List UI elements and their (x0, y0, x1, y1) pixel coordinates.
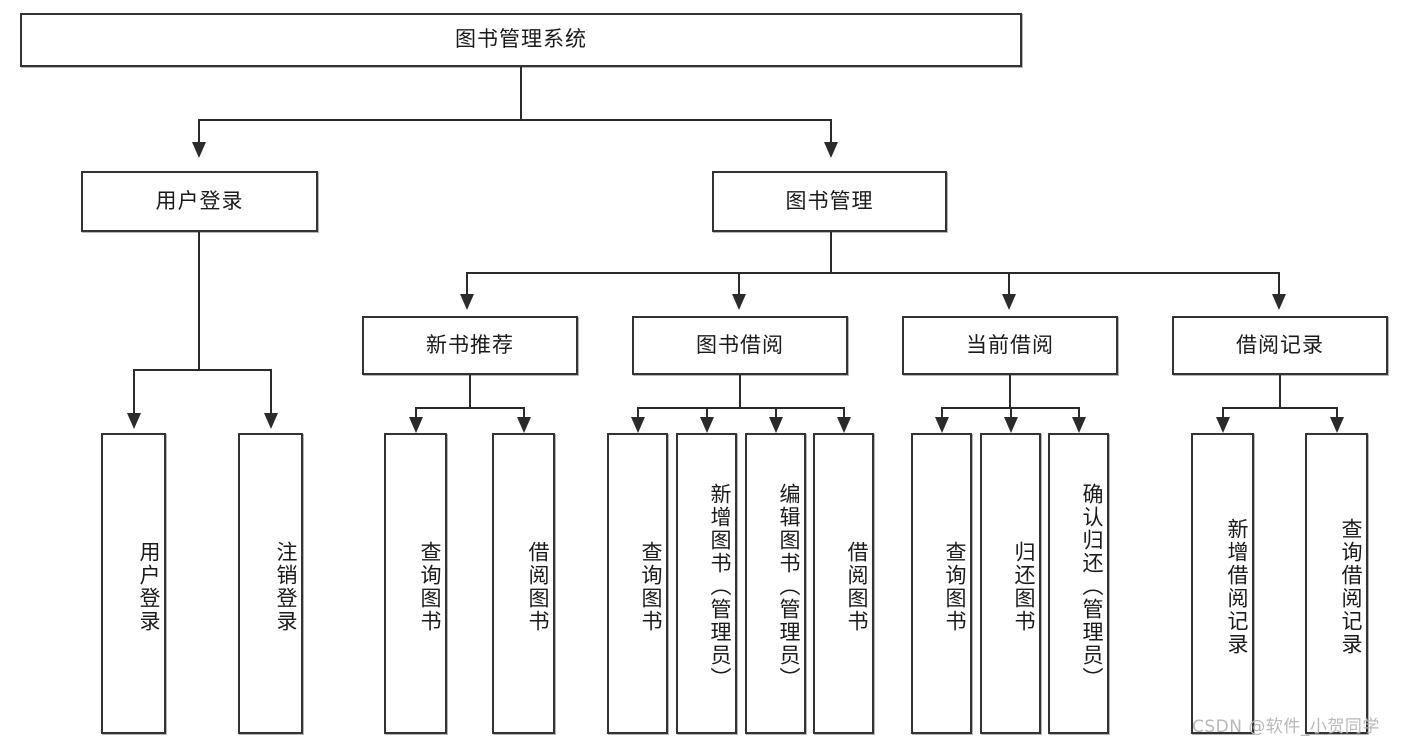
node-label: 图书管理 (785, 188, 874, 213)
node-label: 用户登录 (155, 188, 244, 213)
edge-root-to-user-login (198, 119, 200, 144)
node-label: 新增借阅记录 (1225, 517, 1249, 656)
arrow-cb-leaf1 (935, 417, 949, 433)
arrow-cb-leaf3 (1072, 417, 1086, 433)
edge-bm-to-new-book (466, 272, 468, 296)
node-label: 查询借阅记录 (1339, 517, 1363, 656)
arrow-to-user-login (192, 142, 206, 158)
node-book-manage[interactable]: 图书管理 (712, 171, 947, 232)
edge-book-manage-down (830, 232, 832, 272)
csdn-watermark: CSDN @软件_小贺同学 (1192, 717, 1380, 737)
edge-bb-leaf1 (637, 407, 639, 419)
node-label: 图书管理系统 (455, 27, 587, 52)
node-user-login[interactable]: 用户登录 (81, 171, 318, 232)
node-root-system[interactable]: 图书管理系统 (20, 13, 1022, 67)
edge-nbr-bus (415, 407, 525, 409)
node-label: 新书推荐 (426, 332, 514, 357)
edge-bb-leaf3 (775, 407, 777, 419)
arrow-nbr-leaf1 (409, 417, 423, 433)
node-label: 注销登录 (274, 540, 298, 633)
edge-nbr-leaf2 (523, 407, 525, 419)
edge-root-down (520, 67, 522, 119)
edge-nbr-leaf1 (415, 407, 417, 419)
edge-bm-to-book-borrow (738, 272, 740, 296)
node-label: 归还图书 (1012, 540, 1036, 633)
edge-root-to-book-manage (830, 119, 832, 144)
edge-bb-leaf2 (706, 407, 708, 419)
leaf-br-add-record[interactable]: 新增借阅记录 (1191, 433, 1254, 734)
node-borrow-record[interactable]: 借阅记录 (1172, 316, 1388, 375)
arrow-br-leaf1 (1216, 417, 1230, 433)
edge-bb-bus (637, 407, 845, 409)
edge-bb-leaf4 (843, 407, 845, 419)
edge-bb-down (739, 375, 741, 407)
edge-bm-to-borrow-record (1278, 272, 1280, 296)
arrow-bb-leaf2 (700, 417, 714, 433)
leaf-bb-edit-book-admin[interactable]: 编辑图书（管理员） (745, 433, 806, 734)
node-new-book-recommend[interactable]: 新书推荐 (362, 316, 578, 375)
leaf-bb-borrow-book[interactable]: 借阅图书 (813, 433, 874, 734)
arrow-to-book-borrow (732, 294, 746, 310)
arrow-to-borrow-record (1272, 294, 1286, 310)
node-current-borrow[interactable]: 当前借阅 (902, 316, 1118, 375)
edge-cb-leaf1 (941, 407, 943, 419)
arrow-bb-leaf4 (837, 417, 851, 433)
leaf-br-query-record[interactable]: 查询借阅记录 (1305, 433, 1368, 734)
leaf-cb-confirm-return-admin[interactable]: 确认归还（管理员） (1048, 433, 1109, 734)
edge-cb-leaf3 (1078, 407, 1080, 419)
arrow-bb-leaf1 (631, 417, 645, 433)
arrow-user-login-leaf2 (264, 413, 278, 429)
arrow-to-book-manage (824, 142, 838, 158)
arrow-to-current-borrow (1002, 294, 1016, 310)
leaf-cb-query-book[interactable]: 查询图书 (911, 433, 972, 734)
edge-br-bus (1222, 407, 1338, 409)
edge-br-leaf2 (1336, 407, 1338, 419)
node-label: 新增图书（管理员） (708, 483, 732, 690)
edge-user-login-down (198, 232, 200, 369)
node-label: 查询图书 (943, 540, 967, 633)
edge-user-login-bus (133, 369, 272, 371)
leaf-nbr-borrow-book[interactable]: 借阅图书 (492, 433, 555, 734)
node-label: 查询图书 (418, 540, 442, 633)
node-label: 编辑图书（管理员） (777, 483, 801, 690)
node-label: 用户登录 (137, 540, 161, 633)
node-label: 借阅记录 (1236, 332, 1324, 357)
arrow-bb-leaf3 (769, 417, 783, 433)
arrow-br-leaf2 (1330, 417, 1344, 433)
node-label: 当前借阅 (966, 332, 1054, 357)
node-label: 图书借阅 (696, 332, 784, 357)
node-label: 查询图书 (639, 540, 663, 633)
edge-br-down (1279, 375, 1281, 407)
edge-cb-leaf2 (1010, 407, 1012, 419)
node-label: 借阅图书 (526, 540, 550, 633)
arrow-user-login-leaf1 (127, 413, 141, 429)
arrow-nbr-leaf2 (517, 417, 531, 433)
leaf-user-login-login[interactable]: 用户登录 (101, 433, 166, 734)
edge-nbr-down (469, 375, 471, 407)
leaf-user-login-logout[interactable]: 注销登录 (238, 433, 303, 734)
edge-br-leaf1 (1222, 407, 1224, 419)
edge-book-manage-bus (466, 272, 1280, 274)
edge-bm-to-current-borrow (1008, 272, 1010, 296)
edge-root-bus (198, 119, 832, 121)
leaf-nbr-query-book[interactable]: 查询图书 (384, 433, 447, 734)
node-label: 确认归还（管理员） (1080, 483, 1104, 690)
arrow-to-new-book (460, 294, 474, 310)
edge-user-login-leaf1 (133, 369, 135, 415)
leaf-bb-query-book[interactable]: 查询图书 (607, 433, 668, 734)
leaf-bb-add-book-admin[interactable]: 新增图书（管理员） (676, 433, 737, 734)
arrow-cb-leaf2 (1004, 417, 1018, 433)
leaf-cb-return-book[interactable]: 归还图书 (980, 433, 1041, 734)
edge-user-login-leaf2 (270, 369, 272, 415)
node-book-borrow[interactable]: 图书借阅 (632, 316, 848, 375)
edge-cb-down (1009, 375, 1011, 407)
node-label: 借阅图书 (845, 540, 869, 633)
